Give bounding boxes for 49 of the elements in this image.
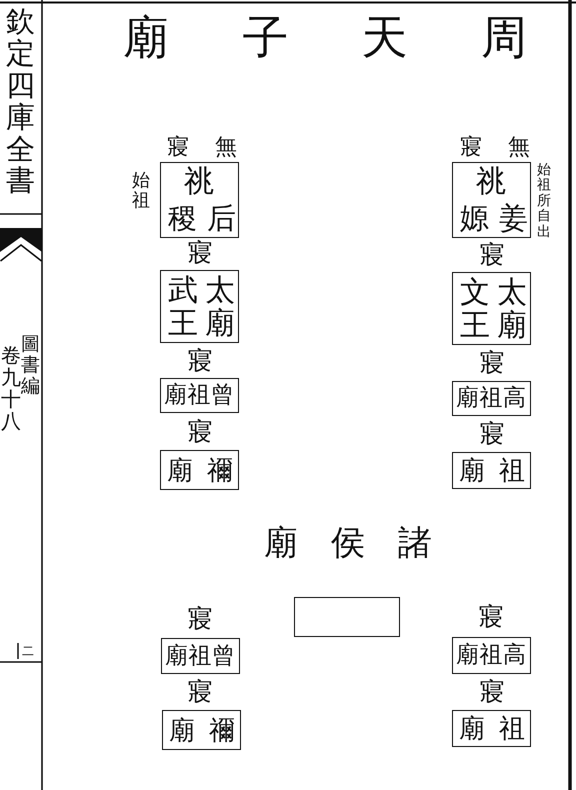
box-label: 廟禰 (169, 718, 235, 744)
box-label: 祧 (475, 167, 507, 197)
temple-box (160, 270, 239, 343)
box-label: 文王 (460, 276, 490, 342)
temple-box (452, 381, 531, 416)
box-label: 廟祖高 (456, 387, 526, 410)
side-label: 寢 (478, 242, 506, 267)
page-number: 二 (21, 645, 35, 657)
margin-text: 卷九十八 (1, 344, 21, 432)
side-label: 寢無 (167, 137, 237, 159)
side-label: 始祖 (132, 171, 150, 211)
box-label: 廟祖 (459, 458, 525, 484)
box-label: 稷后 (168, 204, 236, 233)
box-label: 廟祖曾 (165, 645, 235, 668)
side-label: 寢 (186, 606, 214, 631)
margin-text: 圖書編 (21, 334, 40, 397)
side-label: 寢 (478, 421, 506, 446)
section-heading: 廟侯諸 (264, 526, 432, 560)
box-label: 武王 (168, 274, 198, 340)
temple-box (160, 162, 239, 238)
side-label: 寢 (478, 679, 506, 704)
temple-box (452, 272, 531, 345)
side-label: 寢 (478, 604, 504, 629)
heading: 廟子天周 (123, 14, 527, 60)
side-label: 寢 (186, 419, 214, 444)
temple-box (452, 452, 531, 489)
temple-box (160, 378, 239, 413)
box-label: 太廟 (205, 274, 235, 340)
temple-box (162, 710, 241, 750)
side-label: 寢 (478, 350, 506, 375)
box-label: 廟祖曾 (164, 384, 234, 407)
temple-box (161, 638, 240, 674)
side-label: 寢 (186, 348, 214, 373)
box-label: 太廟 (497, 276, 527, 342)
box-label: 嫄姜 (460, 204, 528, 233)
box-label: 廟祖 (459, 716, 525, 742)
temple-box (452, 710, 531, 747)
side-label: 始祖所自出 (537, 163, 551, 240)
box-label: 廟禰 (167, 458, 233, 484)
box-label: 廟祖高 (456, 644, 526, 667)
side-label: 寢 (186, 679, 214, 704)
temple-box (452, 637, 531, 674)
temple-box (452, 162, 531, 238)
margin-text: 欽定四庫全書 (6, 6, 35, 198)
temple-box (160, 450, 239, 490)
empty-box (294, 597, 400, 637)
side-label: 寢 (186, 240, 214, 265)
side-label: 寢無 (460, 137, 530, 159)
box-label: 祧 (183, 167, 215, 197)
